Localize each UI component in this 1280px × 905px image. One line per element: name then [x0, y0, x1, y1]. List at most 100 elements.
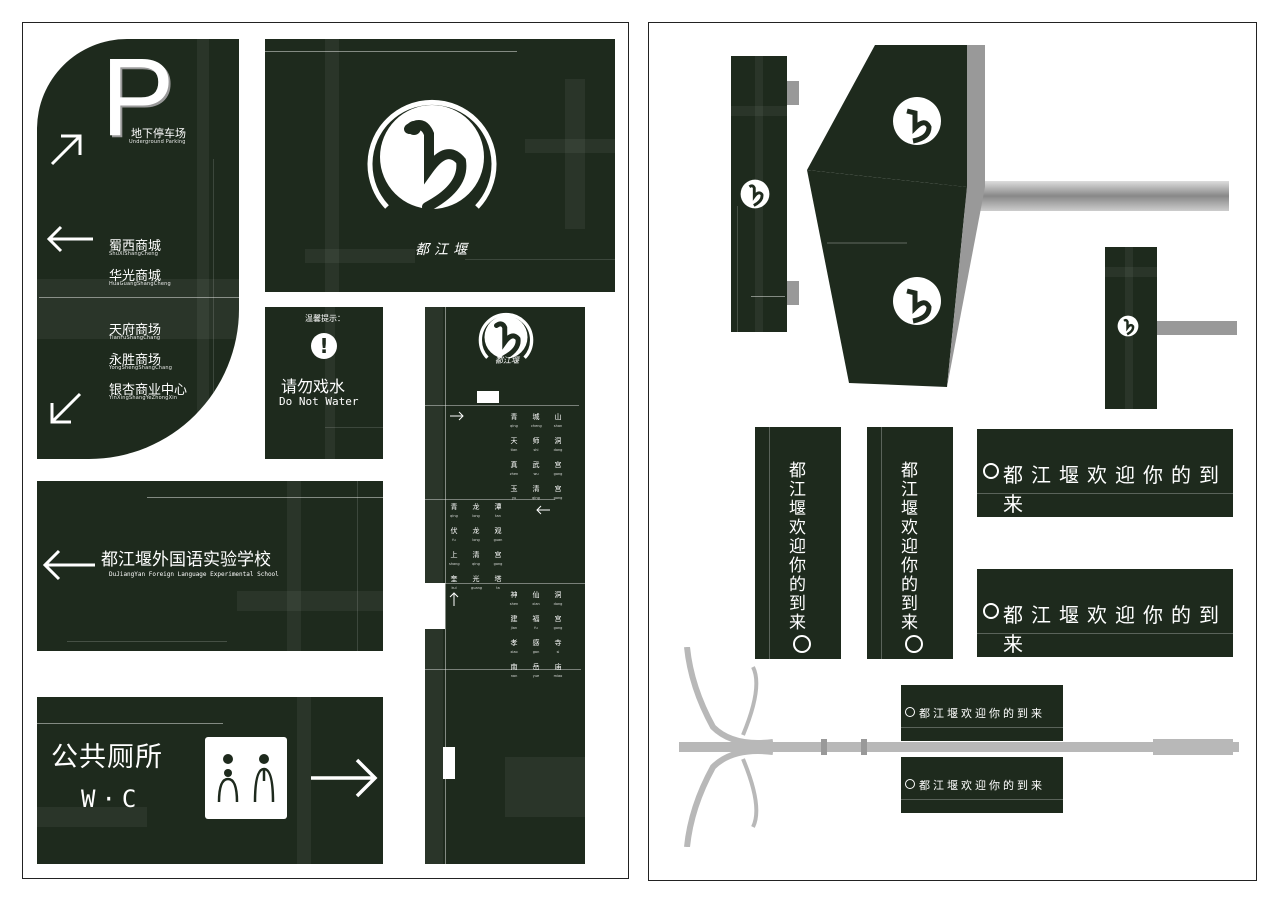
directory-char: 武 [532, 461, 540, 469]
banner-horizontal-2: 都江堰欢迎你的到来 [977, 569, 1233, 657]
directory-pinyin: ta [496, 586, 500, 590]
logo-caption: 都江堰 [415, 242, 472, 258]
directory-pinyin: long [472, 538, 480, 542]
directory-row: 神仙洞 [509, 591, 563, 599]
lamp-banner-2: 都江堰欢迎你的到来 [901, 757, 1063, 813]
wall-bracket [787, 81, 799, 105]
directory-pinyin: nan [510, 674, 518, 678]
directory-char: 南 [510, 663, 518, 671]
directory-char: 清 [472, 551, 480, 559]
parking-sign: P 地下停车场 Underground Parking 蜀西商城 ShuXiSh… [37, 39, 239, 459]
directory-pinyin: tan [495, 514, 501, 518]
directory-pinyin: shen [509, 602, 519, 606]
parking-title: 地下停车场 [131, 127, 186, 140]
directory-char: 上 [450, 551, 458, 559]
mall-2-pinyin: HuaGuangShangCheng [109, 281, 171, 287]
directory-row: 青龙潭 [449, 503, 503, 511]
warning-cn: 请勿戏水 [281, 377, 346, 396]
directory-pinyin: guan [493, 538, 503, 542]
mall-3-name: 天府商场 [109, 323, 162, 338]
directory-pinyin: kui [451, 586, 457, 590]
left-board: P 地下停车场 Underground Parking 蜀西商城 ShuXiSh… [22, 22, 629, 879]
directory-row: 天师洞 [509, 437, 563, 445]
dujiangyan-logo-icon [1117, 315, 1139, 337]
directory-row: 伏龙观 [449, 527, 503, 535]
wc-en: W·C [81, 785, 143, 813]
directory-char: 宫 [554, 461, 562, 469]
directory-char: 青 [510, 413, 518, 421]
directory-pinyin: zhen [509, 472, 519, 476]
directory-pinyin: fu [534, 626, 538, 630]
directory-row: 南岳庙 [509, 663, 563, 671]
directory-char: 仙 [532, 591, 540, 599]
directory-char: 天 [510, 437, 518, 445]
projecting-arm [1157, 321, 1237, 335]
directory-char: 山 [554, 413, 562, 421]
directory-pinyin: long [472, 514, 480, 518]
dujiangyan-logo-icon [367, 99, 497, 212]
mall-4-name: 永胜商场 [109, 353, 162, 368]
directory-pinyin-row: qing long tan [449, 512, 503, 520]
directory-char: 寺 [554, 639, 562, 647]
parking-subtitle: Underground Parking [129, 139, 186, 145]
directory-pinyin: tian [510, 448, 518, 452]
restroom-icon [205, 737, 287, 819]
directory-char: 伏 [450, 527, 458, 535]
directory-row: 上清宫 [449, 551, 503, 559]
mall-3-pinyin: TianFuShangChang [109, 335, 161, 341]
directory-pinyin: shang [449, 562, 460, 566]
banner-logo-icon [983, 603, 999, 619]
logo-sign: 都江堰 [265, 39, 615, 292]
arrow-up-right-icon [50, 134, 82, 166]
directory-char: 光 [472, 575, 480, 583]
arrow-up-icon [449, 592, 459, 606]
mall-1-name: 蜀西商城 [109, 239, 162, 254]
arrow-left-icon [42, 549, 95, 581]
directory-char: 龙 [472, 503, 480, 511]
banner-vertical-1: 都江堰欢迎你的到来 [755, 427, 841, 659]
warning-sign: 温馨提示： ! 请勿戏水 Do Not Water [265, 307, 383, 459]
mall-4-pinyin: YongShengShangChang [109, 365, 173, 371]
directory-char: 真 [510, 461, 518, 469]
directory-row: 玉清宫 [509, 485, 563, 493]
banner-text: 都江堰欢迎你的到来 [1003, 463, 1227, 516]
directory-pinyin: si [556, 650, 560, 654]
directory-char: 塔 [494, 575, 502, 583]
directory-char: 潭 [494, 503, 502, 511]
directory-pinyin: qing [510, 424, 518, 428]
wc-cn: 公共厕所 [51, 742, 163, 773]
directory-char: 师 [532, 437, 540, 445]
banner-logo-icon [793, 635, 811, 653]
school-cn: 都江堰外国语实验学校 [101, 550, 271, 570]
parking-letter: P [101, 39, 175, 159]
directory-pinyin: qing [450, 514, 458, 518]
directory-row: 真武宫 [509, 461, 563, 469]
directory-logo-caption: 都江堰 [495, 356, 519, 365]
directory-char: 庙 [554, 663, 562, 671]
banner-text: 都江堰欢迎你的到来 [1003, 603, 1227, 656]
directory-pinyin: dong [553, 448, 563, 452]
directory-pinyin: gan [532, 650, 540, 654]
directory-pinyin: yue [532, 674, 540, 678]
directory-pinyin: shi [533, 448, 539, 452]
banner-text: 都江堰欢迎你的到来 [919, 707, 1045, 720]
directory-char: 福 [532, 615, 540, 623]
directory-char: 宫 [494, 551, 502, 559]
street-lamp [679, 647, 1239, 847]
banner-logo-icon [905, 635, 923, 653]
directory-char: 洞 [554, 437, 562, 445]
mall-5-pinyin: YinXingShangYeZhongXin [109, 395, 178, 401]
arrow-down-left-icon [50, 392, 82, 424]
directory-char: 城 [532, 413, 540, 421]
directory-char: 神 [510, 591, 518, 599]
directory-char: 龙 [472, 527, 480, 535]
